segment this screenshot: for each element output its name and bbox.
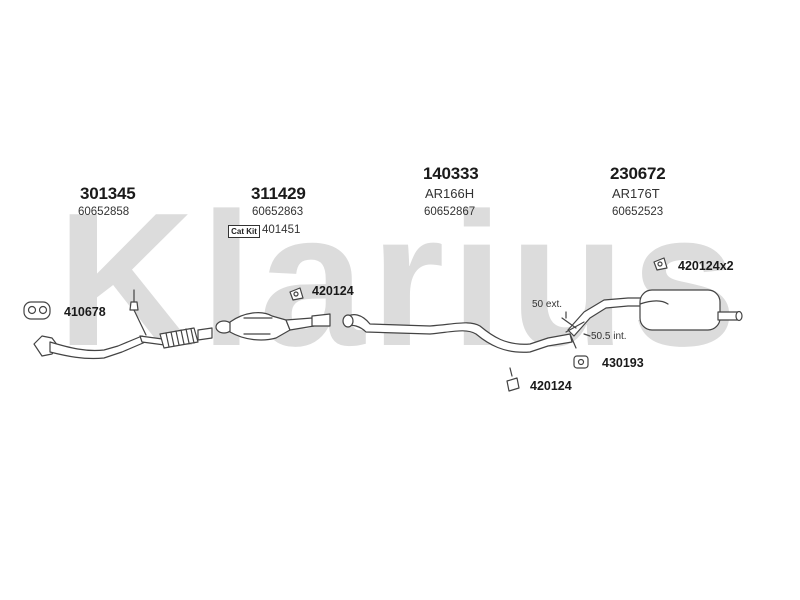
part-number-301345: 301345 [80,184,136,203]
part-number-230672: 230672 [610,164,666,183]
mount-icon-2 [506,367,520,392]
clamp-icon-430193 [573,355,589,369]
part-ref-ar166h: AR166H [425,186,475,201]
part-number-311429: 311429 [251,184,306,203]
flex-section [159,327,213,349]
front-pipe-301345 [33,289,173,360]
gasket-410678 [23,301,51,320]
cat-kit-code: 401451 [262,224,301,236]
part-code-60652523: 60652523 [612,206,664,218]
mount-icon-1 [289,287,304,301]
callout-mount-420124x2: 420124x2 [678,259,734,273]
part-number-140333: 140333 [423,164,479,183]
cat-kit-badge: Cat Kit [228,225,260,238]
part-code-60652858: 60652858 [78,206,130,218]
catalytic-converter-311429 [215,312,331,341]
middle-pipe-140333 [342,314,573,353]
joint-marks [561,311,591,349]
callout-mount-420124: 420124 [312,284,354,298]
note-50-ext: 50 ext. [532,299,563,310]
mount-icon-3 [653,257,668,271]
callout-gasket-410678: 410678 [64,305,106,319]
callout-mount-420124-lower: 420124 [530,379,572,393]
part-code-60652867: 60652867 [424,206,476,218]
part-ref-ar176t: AR176T [612,186,660,201]
note-50-5-int: 50.5 int. [591,331,627,342]
part-code-60652863: 60652863 [252,206,304,218]
rear-silencer-230672 [567,289,743,337]
callout-clamp-430193: 430193 [602,356,644,370]
